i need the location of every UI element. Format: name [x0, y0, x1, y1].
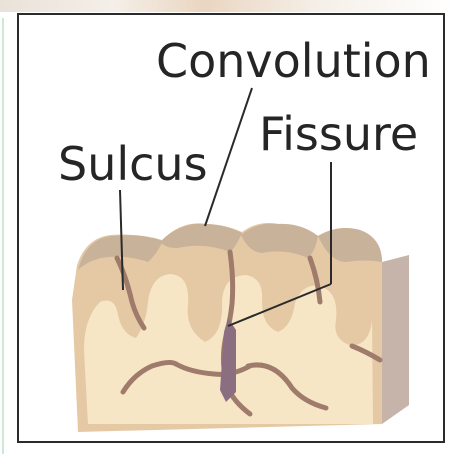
label-fissure: Fissure — [259, 107, 418, 161]
label-convolution: Convolution — [156, 34, 431, 88]
cortex-side-wall — [382, 255, 409, 424]
label-sulcus: Sulcus — [58, 137, 208, 191]
convolution-pointer — [205, 88, 252, 226]
